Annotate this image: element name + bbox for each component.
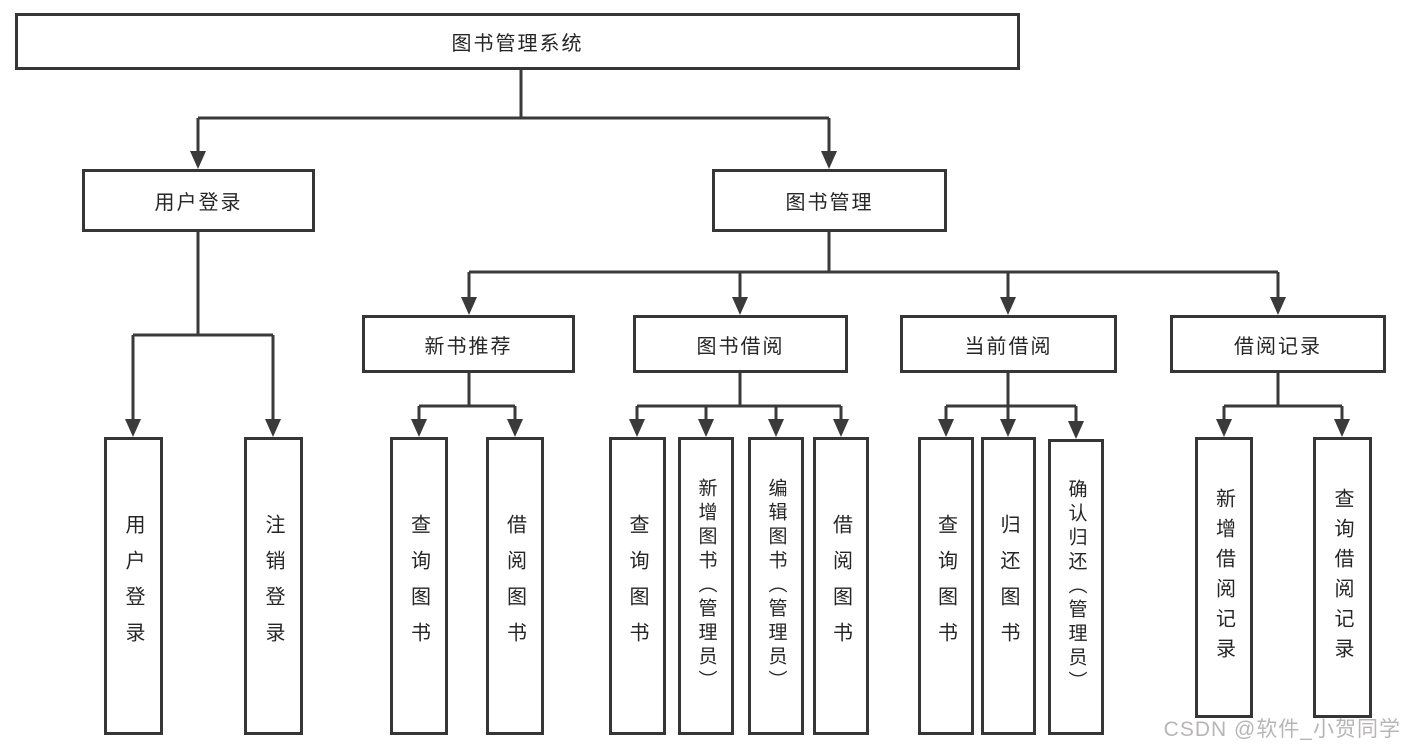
node-leaf-query-books-current: 查询图书 <box>918 437 974 735</box>
node-leaf-add-borrow-record: 新增借阅记录 <box>1195 437 1253 718</box>
node-leaf-user-login: 用户登录 <box>104 437 163 735</box>
node-leaf-confirm-return-admin: 确认归还（管理员） <box>1048 439 1104 735</box>
node-new-book-recommendation: 新书推荐 <box>362 315 575 373</box>
node-leaf-query-books-borrowing: 查询图书 <box>609 437 666 735</box>
node-current-borrowing: 当前借阅 <box>900 315 1117 373</box>
arrowheads <box>125 151 1350 439</box>
node-leaf-return-books: 归还图书 <box>981 437 1036 735</box>
node-leaf-logout: 注销登录 <box>244 437 303 735</box>
node-leaf-edit-book-admin: 编辑图书（管理员） <box>748 437 804 735</box>
node-book-borrowing: 图书借阅 <box>633 315 848 373</box>
node-library-management-system: 图书管理系统 <box>15 13 1020 70</box>
csdn-watermark: CSDN @软件_小贺同学 <box>1163 718 1401 741</box>
node-leaf-query-borrow-record: 查询借阅记录 <box>1313 437 1372 718</box>
node-leaf-borrow-books-borrowing: 借阅图书 <box>813 437 869 735</box>
node-borrowing-records: 借阅记录 <box>1170 315 1386 373</box>
node-leaf-query-books-recommend: 查询图书 <box>390 437 448 735</box>
node-user-login: 用户登录 <box>82 169 315 232</box>
node-leaf-add-book-admin: 新增图书（管理员） <box>678 437 734 735</box>
node-book-management: 图书管理 <box>712 169 947 232</box>
node-leaf-borrow-books-recommend: 借阅图书 <box>486 437 544 735</box>
